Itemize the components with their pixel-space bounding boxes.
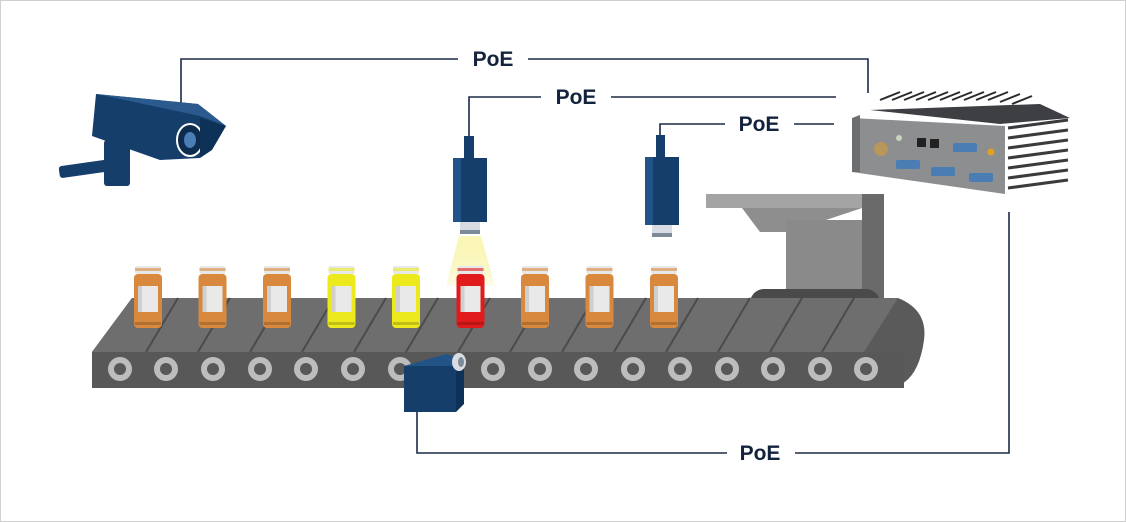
cable-top-to-gateway — [528, 58, 869, 93]
jar-icon — [198, 266, 227, 328]
jar-icon — [392, 266, 420, 328]
poe-label-bottom: PoE — [740, 442, 781, 465]
conveyor-belt-icon — [92, 297, 925, 388]
jar-icon — [585, 266, 614, 328]
jars-row — [134, 266, 678, 328]
cable-bottom-to-gateway — [795, 212, 1010, 454]
poe-cables — [180, 58, 1010, 454]
poe-label-mid: PoE — [556, 86, 597, 109]
jar-icon — [327, 266, 356, 328]
jar-icon — [650, 266, 678, 328]
jar-icon — [134, 266, 162, 328]
surveillance-camera-icon — [58, 94, 226, 186]
jar-icon — [456, 266, 485, 328]
cable-bottom-camera — [416, 412, 727, 454]
cable-vision-camera-1 — [468, 96, 541, 136]
jar-icon — [263, 266, 291, 328]
edge-gateway-icon — [852, 91, 1070, 194]
cable-surveillance-camera — [180, 58, 458, 108]
machine-vision-camera-icon-1 — [446, 136, 495, 286]
cable-vision-camera-2 — [659, 123, 725, 135]
machine-vision-camera-icon-2 — [645, 135, 679, 237]
machine-vision-camera-icon-3 — [404, 353, 466, 412]
poe-label-right: PoE — [739, 113, 780, 136]
jar-icon — [521, 266, 549, 328]
poe-label-top: PoE — [473, 48, 514, 71]
